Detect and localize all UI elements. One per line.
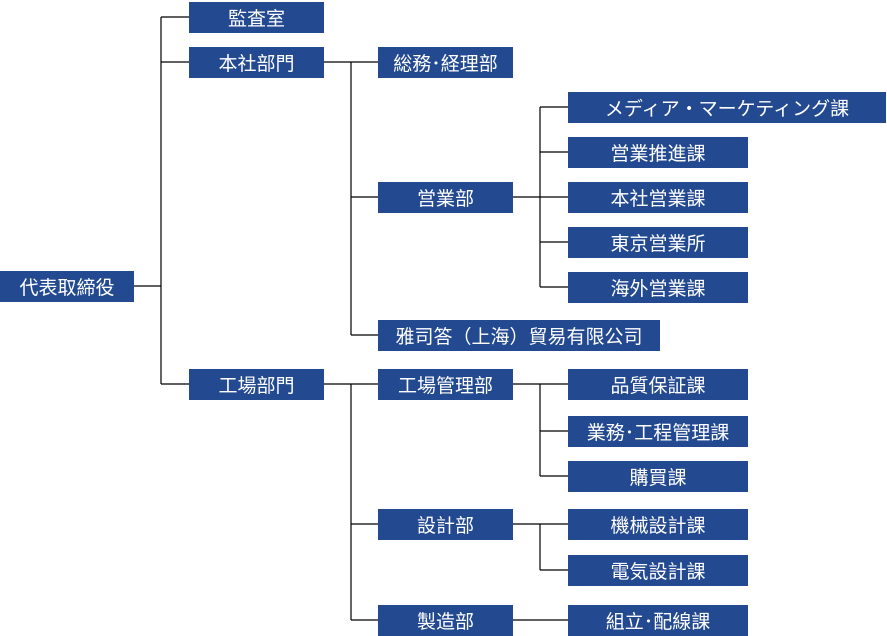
node-general-affairs-accounting: 総務･経理部 xyxy=(378,47,513,78)
node-overseas-sales-section: 海外営業課 xyxy=(568,272,748,303)
node-sales-department: 営業部 xyxy=(378,182,513,213)
node-head-office-division: 本社部門 xyxy=(189,47,324,78)
node-representative-director: 代表取締役 xyxy=(0,271,134,302)
node-quality-assurance-section: 品質保証課 xyxy=(568,369,748,400)
node-factory-division: 工場部門 xyxy=(189,369,324,400)
node-audit-office: 監査室 xyxy=(189,2,324,33)
node-media-marketing-section: メディア・マーケティング課 xyxy=(568,92,886,123)
node-purchasing-section: 購買課 xyxy=(568,461,748,492)
node-factory-management-department: 工場管理部 xyxy=(378,369,513,400)
node-shanghai-trading-company: 雅司答（上海）貿易有限公司 xyxy=(378,320,660,351)
node-design-department: 設計部 xyxy=(378,509,513,540)
node-electrical-design-section: 電気設計課 xyxy=(568,555,748,586)
node-sales-promotion-section: 営業推進課 xyxy=(568,137,748,168)
node-tokyo-sales-office: 東京営業所 xyxy=(568,227,748,258)
node-head-office-sales-section: 本社営業課 xyxy=(568,182,748,213)
node-manufacturing-department: 製造部 xyxy=(378,605,513,636)
node-mechanical-design-section: 機械設計課 xyxy=(568,509,748,540)
node-process-management-section: 業務･工程管理課 xyxy=(568,416,748,447)
node-assembly-wiring-section: 組立･配線課 xyxy=(568,605,748,636)
